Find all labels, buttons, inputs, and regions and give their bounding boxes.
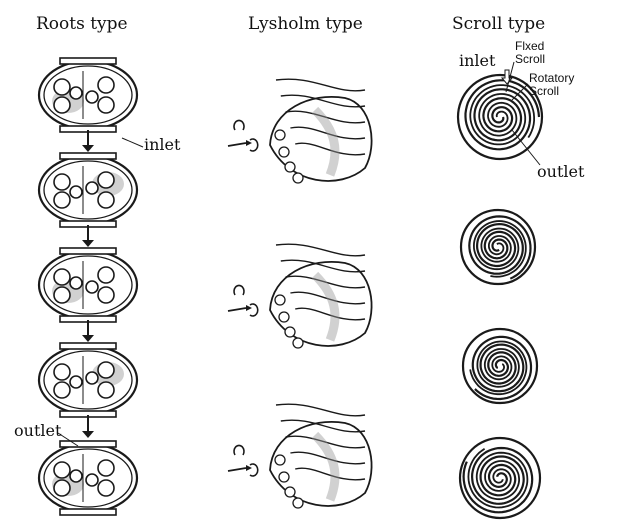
roots-lobe xyxy=(98,480,114,496)
lysholm-bore xyxy=(285,487,295,497)
roots-port-top xyxy=(60,58,116,64)
roots-type-title: Roots type xyxy=(36,14,128,34)
roots-lobe xyxy=(54,364,70,380)
lysholm-bore xyxy=(279,472,289,482)
roots-lobe xyxy=(98,362,114,378)
lysholm-rotation-arrow-head xyxy=(246,140,252,146)
lysholm-bore xyxy=(293,338,303,348)
arrow-head xyxy=(82,240,94,247)
roots-port-top xyxy=(60,441,116,447)
arrow-head xyxy=(82,335,94,342)
lysholm-bore xyxy=(285,162,295,172)
roots-port-top xyxy=(60,248,116,254)
roots-lobe xyxy=(98,287,114,303)
lysholm-rotation-arrow-right xyxy=(250,304,258,316)
roots-stage-3 xyxy=(39,248,137,322)
roots-lobe xyxy=(98,267,114,283)
lysholm-bore xyxy=(275,295,285,305)
roots-stage-1 xyxy=(39,58,137,132)
lysholm-rotation-arrow-shaft xyxy=(228,143,246,146)
lysholm-type-title: Lysholm type xyxy=(248,14,363,34)
lysholm-bore xyxy=(275,130,285,140)
lysholm-bore xyxy=(285,327,295,337)
arrow-head xyxy=(82,431,94,438)
roots-lobe xyxy=(54,382,70,398)
scroll-outlet-label: outlet xyxy=(537,162,584,181)
roots-lobe xyxy=(98,97,114,113)
roots-flow-arrow-4 xyxy=(82,415,94,438)
roots-lobe xyxy=(98,77,114,93)
lysholm-bore xyxy=(293,498,303,508)
roots-lobe xyxy=(98,382,114,398)
roots-lobe xyxy=(54,269,70,285)
roots-lobe xyxy=(86,372,98,384)
fixed-scroll-label-line2: Scroll xyxy=(515,53,545,65)
lysholm-rotation-arrow-shaft xyxy=(228,308,246,311)
roots-lobe xyxy=(70,376,82,388)
lysholm-rotation-arrow-top xyxy=(234,445,244,455)
roots-lobe xyxy=(54,192,70,208)
rotatory-scroll-label-line1: Rotatory xyxy=(529,72,574,84)
roots-lobe xyxy=(86,474,98,486)
lysholm-rotor-1 xyxy=(228,79,372,183)
roots-lobe xyxy=(54,97,70,113)
scroll-type-title: Scroll type xyxy=(452,14,545,34)
roots-lobe xyxy=(54,287,70,303)
lysholm-rotation-arrow-right xyxy=(250,464,258,476)
roots-lobe xyxy=(54,79,70,95)
roots-lobe xyxy=(70,87,82,99)
roots-lobe xyxy=(70,186,82,198)
roots-stage-4 xyxy=(39,343,137,417)
roots-stage-2 xyxy=(39,153,137,227)
scroll-stage-4 xyxy=(460,438,540,518)
lysholm-bore xyxy=(279,147,289,157)
roots-flow-arrow-2 xyxy=(82,225,94,247)
fixed-scroll-label-line1: Flxed xyxy=(515,40,544,52)
lysholm-rotation-arrow-right xyxy=(250,139,258,151)
roots-lobe xyxy=(98,172,114,188)
lysholm-rotor-2 xyxy=(228,244,372,348)
roots-lobe xyxy=(86,281,98,293)
roots-lobe xyxy=(98,192,114,208)
lysholm-bore xyxy=(279,312,289,322)
roots-flow-arrow-3 xyxy=(82,320,94,342)
roots-lobe xyxy=(86,182,98,194)
lysholm-rotation-arrow-head xyxy=(246,305,252,311)
roots-inlet-leader xyxy=(122,138,143,147)
scroll-inlet-label: inlet xyxy=(459,51,495,70)
roots-lobe xyxy=(70,277,82,289)
lysholm-bore xyxy=(275,455,285,465)
roots-outlet-label: outlet xyxy=(14,421,61,440)
roots-lobe xyxy=(86,91,98,103)
roots-inlet-label: inlet xyxy=(144,135,180,154)
roots-lobe xyxy=(54,462,70,478)
roots-lobe xyxy=(54,174,70,190)
roots-port-top xyxy=(60,153,116,159)
arrow-head xyxy=(82,145,94,152)
roots-lobe xyxy=(98,460,114,476)
roots-flow-arrow-1 xyxy=(82,130,94,152)
lysholm-helix xyxy=(276,404,365,416)
roots-stage-5 xyxy=(39,441,137,515)
roots-port-top xyxy=(60,343,116,349)
scroll-stage-2 xyxy=(461,210,535,284)
lysholm-helix xyxy=(276,79,365,91)
rotatory-scroll-label-line2: Scroll xyxy=(529,85,559,97)
lysholm-helix xyxy=(276,244,365,256)
scroll-stage-3 xyxy=(463,329,537,403)
lysholm-rotation-arrow-shaft xyxy=(228,468,246,471)
lysholm-bore xyxy=(293,173,303,183)
roots-lobe xyxy=(54,480,70,496)
roots-port-bottom xyxy=(60,509,116,515)
lysholm-rotor-3 xyxy=(228,404,372,508)
lysholm-rotation-arrow-top xyxy=(234,285,244,295)
lysholm-rotation-arrow-top xyxy=(234,120,244,130)
lysholm-rotation-arrow-head xyxy=(246,465,252,471)
roots-lobe xyxy=(70,470,82,482)
